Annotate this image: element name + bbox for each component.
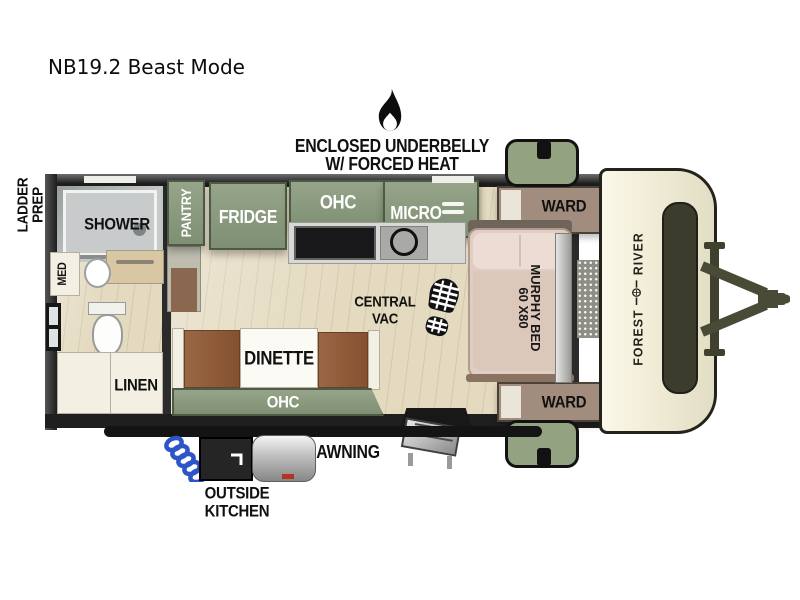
dinette-arm-left (172, 328, 184, 390)
left-wall-window (46, 303, 61, 351)
kitchen-sink (294, 226, 376, 260)
front-cap-window (662, 202, 698, 394)
vanity-counter (106, 250, 164, 284)
window-pane (49, 329, 58, 347)
top-wall-window (84, 176, 136, 183)
burner-ring (390, 228, 418, 256)
window-pane (49, 307, 58, 325)
underbelly-callout-line1: ENCLOSED UNDERBELLY (294, 135, 490, 156)
central-vac-line1: CENTRAL (354, 293, 416, 311)
dinette-overhead-cabinet (172, 388, 384, 416)
linen-label: LINEN (114, 375, 158, 395)
exterior-storage-box-top (505, 139, 579, 187)
ladder-prep-line1: LADDER (14, 177, 32, 233)
brand-word-river: RIVER (630, 232, 646, 276)
step-leg (408, 453, 413, 466)
top-wall-window (432, 176, 474, 183)
ward-bottom-label: WARD (541, 392, 587, 412)
awning-bar (104, 426, 542, 437)
shower-drain (133, 223, 146, 236)
shower-label: SHOWER (84, 214, 150, 234)
step-leg (447, 456, 452, 469)
towel-bar (116, 260, 154, 264)
dinette-bench-left (184, 330, 240, 388)
front-bedroom-wall (571, 186, 579, 414)
fridge-label: FRIDGE (218, 206, 278, 227)
pantry-cabinet (167, 180, 205, 246)
brand-mark: FOREST RIVER (631, 232, 646, 366)
dinette-bench-right (318, 332, 368, 388)
awning-label: AWNING (316, 441, 380, 462)
micro-label: MICRO (390, 202, 442, 223)
storage-box-handle (537, 448, 551, 466)
bed-backrest (473, 233, 567, 269)
outside-kitchen-line2: KITCHEN (204, 501, 270, 521)
tank-valve (282, 474, 294, 479)
linen-cabinet-left (57, 352, 111, 414)
boot-print-icon (417, 273, 465, 341)
dinette-label: DINETTE (244, 348, 314, 370)
left-wall (45, 174, 57, 430)
bed-size-label: 60 X80 (516, 287, 531, 329)
outside-kitchen-line1: OUTSIDE (204, 483, 270, 503)
linen-cabinet-right (110, 352, 163, 414)
bed-base (466, 374, 574, 382)
outside-kitchen-unit (199, 437, 253, 481)
cushion-split (519, 235, 521, 267)
bathroom-wall (162, 186, 171, 414)
forest-river-logo-icon (631, 279, 646, 305)
bed-label: 60 X80 MURPHY BED (516, 264, 543, 352)
fridge (209, 182, 287, 250)
faucet-icon (231, 453, 243, 465)
bathroom-sink (84, 258, 111, 288)
ward-top-label: WARD (541, 196, 587, 216)
dinette-arm-right (368, 330, 380, 390)
brand-word-forest: FOREST (630, 309, 646, 366)
central-vac-line2: VAC (371, 310, 399, 328)
page-title: NB19.2 Beast Mode (48, 55, 245, 79)
underbelly-callout-line2: W/ FORCED HEAT (325, 153, 459, 174)
med-label: MED (54, 262, 69, 286)
vent-dash (442, 210, 464, 214)
kitchen-ohc-label: OHC (319, 192, 357, 214)
bed-footboard (555, 233, 572, 383)
dinette-ohc-label: OHC (266, 392, 300, 412)
vent-dash (442, 202, 464, 206)
wardrobe-side-face (501, 386, 521, 418)
hitch-graphic (698, 240, 791, 358)
pantry-label: PANTRY (177, 188, 194, 238)
pantry-base-front (171, 268, 197, 312)
storage-box-handle (537, 141, 551, 159)
bed-mattress (473, 271, 567, 371)
entry-mat-pattern (577, 260, 603, 338)
flame-icon (371, 88, 409, 134)
ladder-prep-line2: PREP (30, 187, 47, 223)
ladder-prep-label: LADDER PREP (14, 177, 47, 233)
toilet-bowl (92, 314, 123, 356)
bed-type-label: MURPHY BED (528, 264, 543, 352)
dinette-table (240, 328, 318, 388)
med-cabinet (50, 252, 80, 296)
